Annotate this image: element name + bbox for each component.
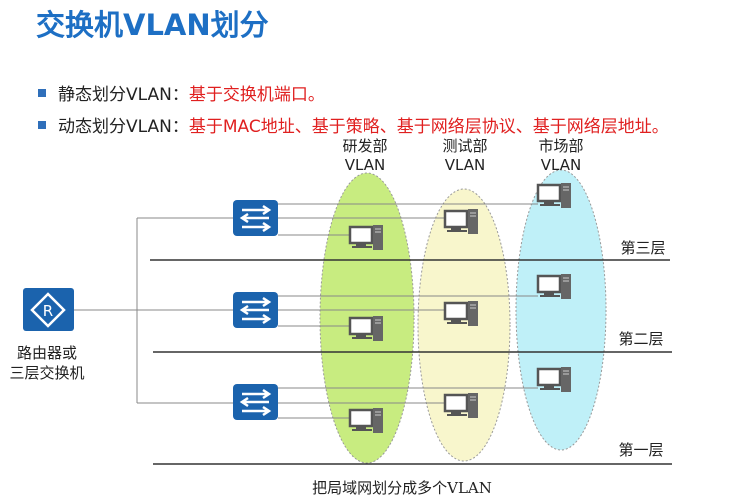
floor-lines <box>150 259 672 465</box>
floor-label-3: 第三层 <box>620 239 665 257</box>
pc-icon[interactable] <box>443 299 480 328</box>
vlan-test-name: 测试部 <box>442 137 487 155</box>
vlan-rd-name: 研发部 <box>342 137 387 155</box>
router-icon[interactable]: R <box>23 288 74 331</box>
vlan-market-region <box>515 169 607 451</box>
switch-icon-top[interactable] <box>231 198 280 238</box>
bullet-label: 动态划分VLAN： <box>58 117 189 137</box>
page-title: 交换机VLAN划分 <box>36 8 269 42</box>
pc-icon[interactable] <box>348 406 385 435</box>
router-label-1: 路由器或 <box>17 344 77 362</box>
bullet-value: 基于交换机端口。 <box>188 85 325 105</box>
caption: 把局域网划分成多个VLAN <box>312 479 492 497</box>
pc-icon[interactable] <box>536 181 573 210</box>
bullet-square-icon <box>38 121 46 129</box>
pc-icon[interactable] <box>536 272 573 301</box>
bullet-static: 静态划分VLAN：基于交换机端口。 <box>38 80 325 105</box>
pc-icon[interactable] <box>443 207 480 236</box>
switch-icon-bottom[interactable] <box>231 382 280 422</box>
vlan-test-region <box>417 188 511 462</box>
pc-icon[interactable] <box>536 365 573 394</box>
bullet-square-icon <box>38 89 46 97</box>
vlan-market-suffix: VLAN <box>541 156 581 174</box>
switch-icon-middle[interactable] <box>231 290 280 330</box>
bullet-label: 静态划分VLAN： <box>58 85 189 105</box>
links <box>74 203 538 419</box>
bullet-value: 基于MAC地址、基于策略、基于网络层协议、基于网络层地址。 <box>188 117 669 137</box>
vlan-test-suffix: VLAN <box>445 156 485 174</box>
pc-icon[interactable] <box>348 314 385 343</box>
router-glyph: R <box>43 302 53 320</box>
floor-label-1: 第一层 <box>618 441 663 459</box>
floor-label-2: 第二层 <box>618 330 663 348</box>
bullet-dynamic: 动态划分VLAN：基于MAC地址、基于策略、基于网络层协议、基于网络层地址。 <box>38 112 669 137</box>
vlan-market-name: 市场部 <box>538 137 583 155</box>
pc-icon[interactable] <box>443 391 480 420</box>
router-label-2: 三层交换机 <box>9 364 84 382</box>
vlan-rd-suffix: VLAN <box>345 156 385 174</box>
pc-icon[interactable] <box>348 223 385 252</box>
